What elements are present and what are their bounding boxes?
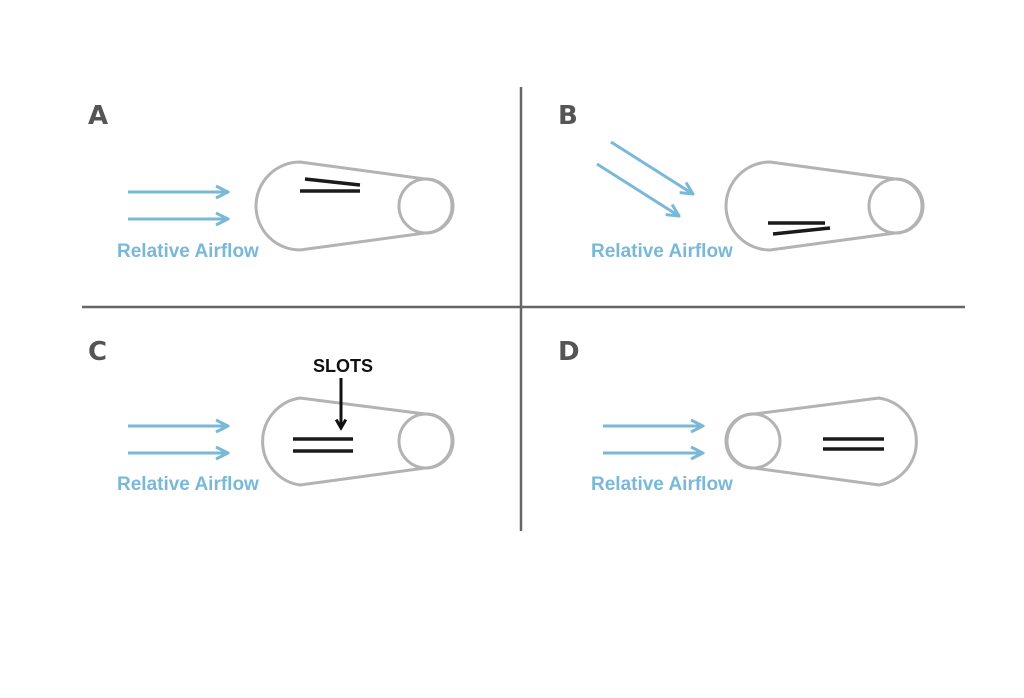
airflow-label-d: Relative Airflow: [591, 474, 733, 495]
housing-d: [724, 396, 918, 487]
housing-c: [261, 396, 455, 487]
housing-b: [724, 160, 925, 252]
panel-letter-b: B: [558, 101, 578, 131]
airflow-label-a: Relative Airflow: [117, 241, 259, 262]
housing-a: [254, 160, 455, 252]
panel-c: C Relative Airflow SLOTS: [88, 337, 455, 495]
panel-letter-d: D: [558, 337, 580, 367]
panel-letter-c: C: [88, 337, 107, 367]
panel-d: D Relative Airflow: [558, 337, 918, 495]
panel-letter-a: A: [88, 101, 108, 131]
airflow-label-b: Relative Airflow: [591, 241, 733, 262]
airflow-arrow-b-2: [596, 162, 679, 216]
slots-callout-label: SLOTS: [313, 356, 373, 376]
slot-b-lower: [772, 226, 831, 236]
panel-a: A Relative Airflow: [88, 101, 455, 262]
slot-a-upper: [304, 177, 361, 187]
airflow-label-c: Relative Airflow: [117, 474, 259, 495]
panel-b: B Relative Airflow: [558, 101, 925, 262]
airflow-arrow-b-1: [610, 140, 693, 194]
